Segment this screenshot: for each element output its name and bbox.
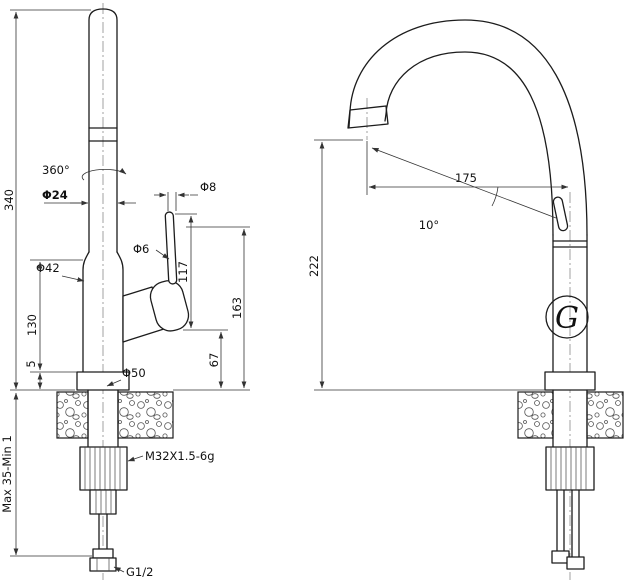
dim-label-base-dia: Φ50 xyxy=(122,366,146,380)
dim-label-outlet-height: 222 xyxy=(307,255,321,277)
leader-inlet-thread xyxy=(113,566,125,573)
dim-label-mount-thickness: Max 35-Min 1 xyxy=(0,435,14,513)
dim-label-body-dia: Φ42 xyxy=(36,261,60,275)
dim-label-spout-dia: Φ24 xyxy=(42,188,68,202)
aerator-outlet xyxy=(347,105,389,129)
dim-label-base-height: 5 xyxy=(24,360,38,367)
mounting-nut-splines-front xyxy=(550,447,587,490)
handle-lever-front xyxy=(552,196,569,232)
supply-hose xyxy=(98,513,108,550)
dim-label-reach: 175 xyxy=(455,171,477,185)
rotation-arrow xyxy=(81,168,127,181)
dim-label-lever-height: 117 xyxy=(176,261,190,283)
spout-joint-ring xyxy=(88,127,118,142)
countertop-right-block xyxy=(117,391,174,439)
dim-label-rotation: 360° xyxy=(42,163,70,177)
supply-tube-2-nut xyxy=(566,556,585,570)
angle-arc xyxy=(491,186,499,207)
ext-130-5 xyxy=(30,259,83,373)
dim-label-lever-dia: Φ6 xyxy=(133,242,149,256)
handle-lever-rod xyxy=(164,211,178,285)
left-view: 340 Max 35-Min 1 360° Φ24 Φ8 Φ6 Φ42 130 … xyxy=(0,3,250,580)
mounting-shank xyxy=(87,389,119,448)
mounting-shank-front xyxy=(552,389,588,448)
shank-lower xyxy=(89,489,117,515)
angle-line xyxy=(371,147,557,219)
shank-lower-splines xyxy=(95,490,112,514)
body-left-edge xyxy=(82,251,90,373)
base-flange xyxy=(76,371,130,391)
supply-tube-1 xyxy=(556,489,565,552)
countertop-left-block-front xyxy=(517,391,554,439)
dim-label-handle-top-height: 163 xyxy=(230,297,244,319)
dim-label-outlet-angle: 10° xyxy=(419,218,439,232)
dim-label-overall-height: 340 xyxy=(2,189,16,211)
dim-label-rod-dia: Φ8 xyxy=(200,180,216,194)
brand-logo-letter: G xyxy=(555,301,579,336)
leader-lever-dia xyxy=(155,249,170,260)
ext-222 xyxy=(314,139,545,391)
gooseneck-outer xyxy=(348,19,588,236)
spout-tube xyxy=(88,8,118,253)
countertop-left-block xyxy=(56,391,89,439)
right-view: G 175 10° 222 xyxy=(307,19,624,580)
inlet-nut-facets xyxy=(96,558,110,571)
leader-thread-spec xyxy=(127,455,144,462)
ext-rod-dia xyxy=(167,192,198,211)
hose-collar xyxy=(92,548,114,559)
supply-tube-2 xyxy=(571,489,580,558)
leader-body-dia xyxy=(61,275,85,282)
brand-logo-circle xyxy=(545,295,589,339)
body-right-edge xyxy=(116,251,124,373)
dim-label-handle-bottom-height: 67 xyxy=(207,353,221,368)
dim-label-thread-spec: M32X1.5-6g xyxy=(145,449,215,463)
mounting-nut-front xyxy=(545,446,595,491)
ext-117 xyxy=(175,213,228,331)
dim-label-body-height: 130 xyxy=(25,314,39,336)
handle-grip xyxy=(149,280,190,332)
countertop-right-block-front xyxy=(586,391,624,439)
inlet-nut xyxy=(89,557,117,572)
base-flange-front xyxy=(544,371,596,391)
gooseneck-inner xyxy=(384,51,554,236)
leader-base-dia xyxy=(106,379,122,387)
body-front xyxy=(552,234,588,373)
ext-163 xyxy=(173,226,250,391)
body-ring xyxy=(552,240,588,248)
dim-label-inlet-thread: G1/2 xyxy=(126,565,153,579)
ext-340 xyxy=(10,9,91,391)
mounting-nut-splines xyxy=(84,447,121,490)
